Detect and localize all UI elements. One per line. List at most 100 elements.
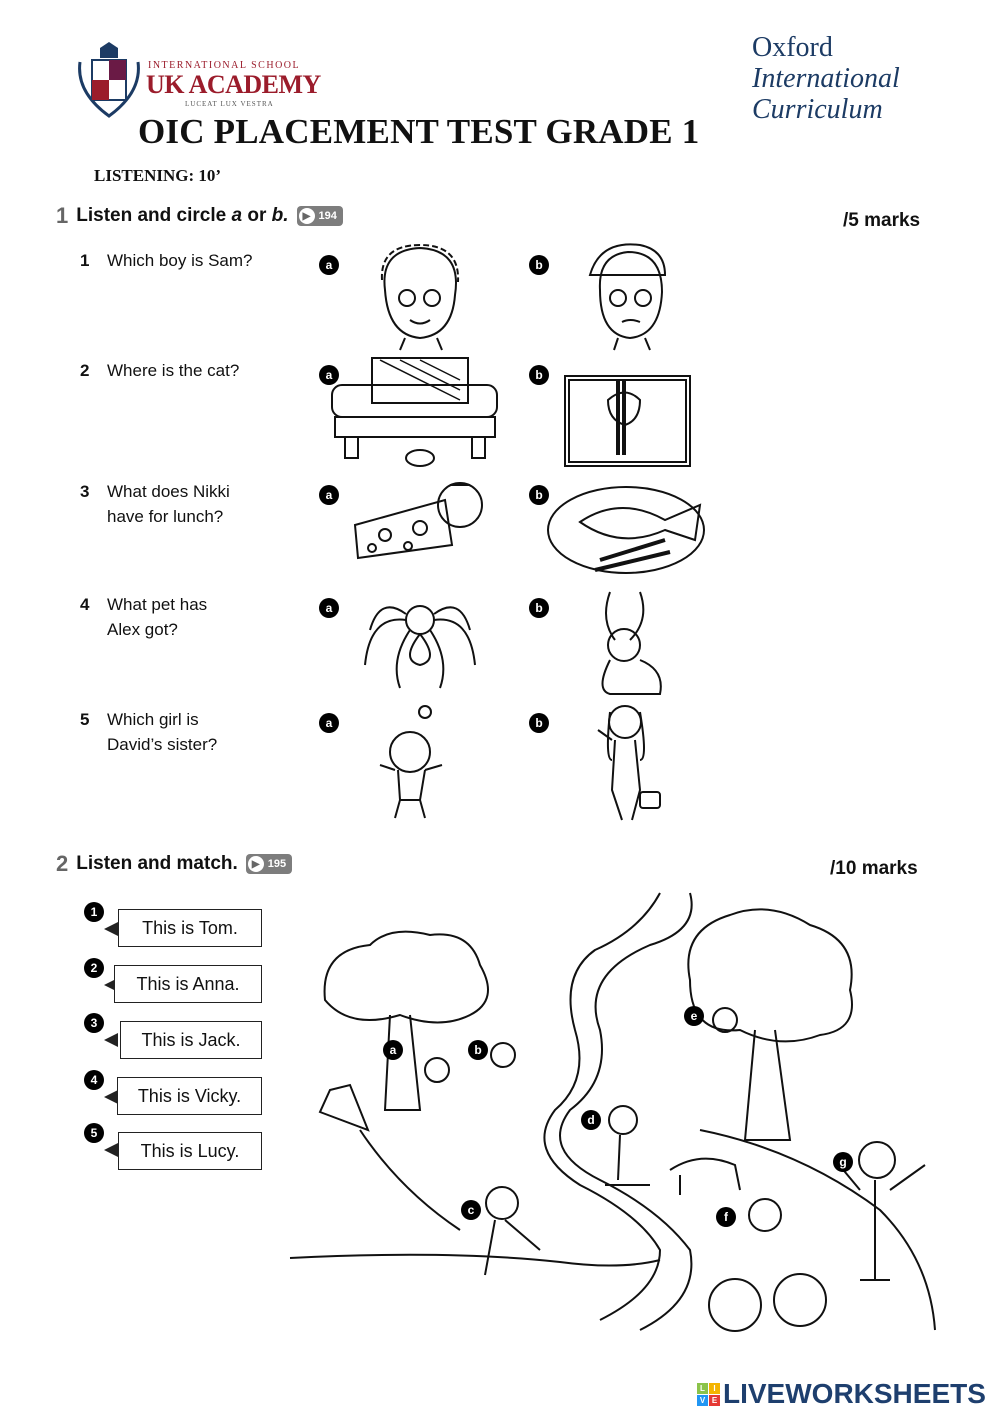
item-number-badge: 4 [84, 1070, 104, 1090]
cheese-and-tomato-image[interactable] [353, 482, 483, 560]
option-b-button[interactable]: b [529, 598, 549, 618]
option-a-button[interactable]: a [319, 598, 339, 618]
audio-button[interactable]: ▶195 [245, 854, 293, 874]
brand-name: LIVEWORKSHEETS [723, 1378, 986, 1409]
school-crest-icon [74, 42, 144, 125]
question-line: have for lunch? [107, 507, 224, 526]
question-text: Which boy is Sam? [107, 248, 307, 273]
scene-label-d[interactable]: d [581, 1110, 601, 1130]
question-line: What pet has [107, 595, 208, 614]
question-text: What does Nikki have for lunch? [107, 479, 307, 529]
section1-illustrations [331, 243, 705, 821]
audio-track-number: 195 [267, 858, 287, 870]
question-number: 1 [80, 251, 90, 270]
scene-label-g[interactable]: g [833, 1152, 853, 1172]
section2-marks: /10 marks [830, 858, 918, 879]
girl-reading-image [424, 1057, 450, 1083]
spider-image[interactable] [364, 605, 476, 689]
speech-bubble[interactable]: This is Tom. [118, 909, 262, 947]
boy-skateboard-image [608, 1105, 638, 1135]
kite-image [318, 1083, 461, 1231]
speech-bubble[interactable]: This is Anna. [114, 965, 262, 1003]
path-line [543, 892, 662, 1321]
title-a: a [231, 205, 243, 226]
rollerskater-image [485, 1186, 519, 1220]
title-text: or [242, 205, 272, 226]
question-line: Alex got? [107, 620, 178, 639]
left-tree-image [323, 930, 489, 1111]
question-line: What does Nikki [107, 482, 230, 501]
oxford-logo-line: Curriculum [752, 94, 883, 125]
scene-label-b[interactable]: b [468, 1040, 488, 1060]
option-b-button[interactable]: b [529, 255, 549, 275]
page-title: OIC PLACEMENT TEST GRADE 1 [138, 112, 700, 151]
section1-number: 1 [56, 203, 69, 228]
boy-straight-hair-image[interactable] [588, 243, 667, 351]
older-girl-with-bag-image[interactable] [597, 705, 661, 821]
baby-girl-image[interactable] [379, 705, 443, 819]
cat-in-box-image[interactable] [564, 375, 691, 467]
section2-number: 2 [56, 851, 69, 876]
brand-tile: E [709, 1394, 720, 1406]
section-subtitle: LISTENING: 10’ [94, 166, 222, 185]
sofa-with-cat-under-image[interactable] [331, 357, 498, 467]
man-waving-image [858, 1141, 896, 1179]
option-a-button[interactable]: a [319, 255, 339, 275]
oxford-logo-line: Oxford [752, 32, 833, 63]
item-number-badge: 2 [84, 958, 104, 978]
bubble-tail [104, 1033, 118, 1047]
path-line [289, 1253, 661, 1267]
scene-label-c[interactable]: c [461, 1200, 481, 1220]
item-number-badge: 3 [84, 1013, 104, 1033]
option-a-button[interactable]: a [319, 485, 339, 505]
school-logo-motto: LUCEAT LUX VESTRA [185, 100, 274, 108]
path-line [699, 1129, 936, 1331]
option-b-button[interactable]: b [529, 365, 549, 385]
item-number-badge: 1 [84, 902, 104, 922]
brand-tiles-icon: L I V E [697, 1382, 720, 1406]
girl-with-cat-image [490, 1042, 516, 1068]
audio-track-number: 194 [318, 210, 337, 222]
section1-title: Listen and circle a or b. [76, 205, 288, 227]
option-b-button[interactable]: b [529, 485, 549, 505]
bubble-tail [104, 922, 118, 936]
question-line: Which boy is Sam? [107, 251, 253, 270]
question-number: 2 [80, 361, 90, 380]
bubble-tail [104, 1143, 118, 1157]
section2-title: Listen and match. [76, 853, 238, 874]
scene-label-e[interactable]: e [684, 1006, 704, 1026]
question-number: 3 [80, 482, 90, 501]
section1-marks: /5 marks [843, 210, 921, 231]
speaker-icon: ▶ [298, 208, 315, 224]
liveworksheets-logo: L I V E LIVEWORKSHEETS [697, 1378, 986, 1410]
title-b: b. [271, 205, 289, 226]
scene-label-f[interactable]: f [716, 1207, 736, 1227]
girl-in-tree-image [712, 1007, 738, 1033]
fish-and-carrots-plate-image[interactable] [547, 486, 705, 574]
scene-label-a[interactable]: a [383, 1040, 403, 1060]
option-a-button[interactable]: a [319, 713, 339, 733]
brand-tile: V [697, 1394, 708, 1406]
section2-heading: 2 Listen and match. ▶195 [56, 851, 293, 877]
boy-bicycle-image [748, 1198, 782, 1232]
question-line: Which girl is [107, 710, 199, 729]
option-a-button[interactable]: a [319, 365, 339, 385]
title-text: Listen and circle [76, 205, 232, 226]
oxford-logo: Oxford International Curriculum [752, 32, 900, 125]
option-b-button[interactable]: b [529, 713, 549, 733]
speech-bubble[interactable]: This is Jack. [120, 1021, 262, 1059]
question-line: Where is the cat? [107, 361, 240, 380]
boy-curly-hair-image[interactable] [380, 243, 460, 351]
section1-heading: 1 Listen and circle a or b. ▶194 [56, 203, 343, 229]
school-logo-name: UK ACADEMY [146, 70, 321, 99]
rabbit-image[interactable] [601, 591, 662, 695]
speech-bubble[interactable]: This is Vicky. [117, 1077, 262, 1115]
right-tree-image [687, 908, 853, 1141]
speech-bubble[interactable]: This is Lucy. [118, 1132, 262, 1170]
audio-button[interactable]: ▶194 [296, 206, 343, 226]
oxford-logo-line: International [752, 63, 900, 94]
item-number-badge: 5 [84, 1123, 104, 1143]
